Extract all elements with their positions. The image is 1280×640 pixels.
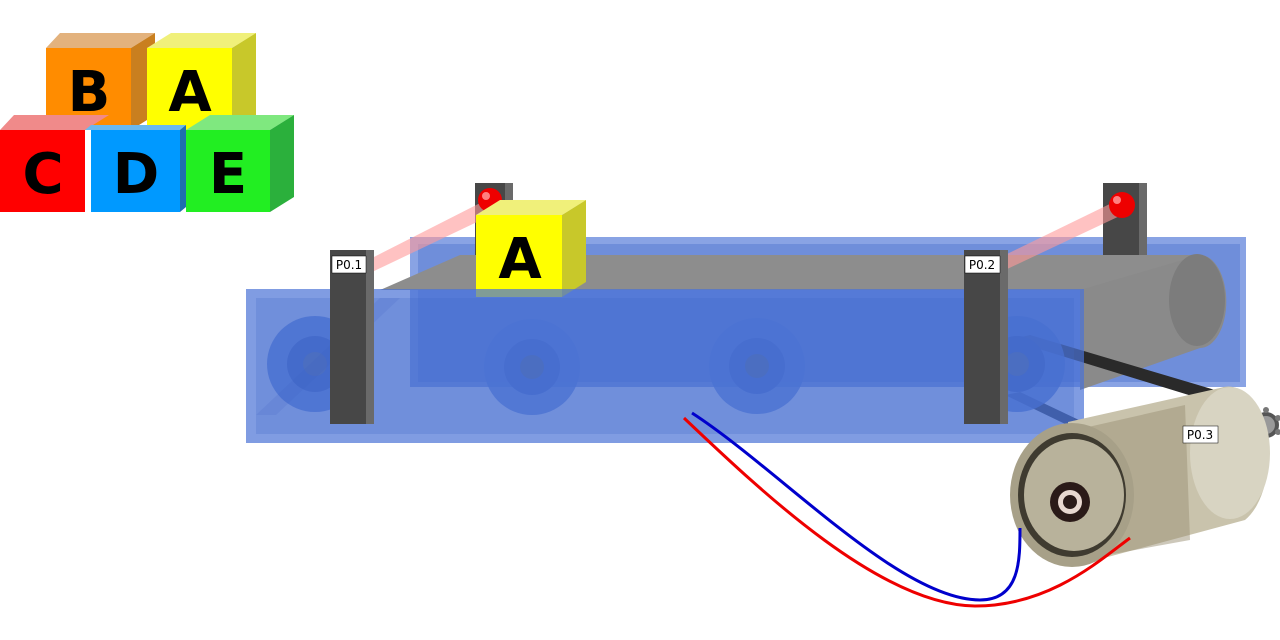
wire-negative bbox=[691, 411, 1022, 602]
cube-d-letter: D bbox=[113, 142, 159, 207]
letter-cube-stack: B A C D E bbox=[0, 33, 294, 212]
cube-e-letter: E bbox=[209, 142, 247, 207]
motor-label-p03: P0.3 bbox=[1187, 428, 1213, 442]
wire-positive bbox=[682, 416, 1131, 608]
cube-c: C bbox=[0, 115, 109, 212]
sensor-tag-p01: P0.1 bbox=[331, 255, 367, 274]
conveyor-block-letter: A bbox=[498, 227, 542, 292]
motor: P0.3 bbox=[1010, 386, 1280, 567]
sensor-label-p01: P0.1 bbox=[336, 258, 362, 272]
cube-e: E bbox=[186, 115, 294, 212]
cube-a-letter: A bbox=[168, 60, 212, 125]
sensor-tag-p02: P0.2 bbox=[964, 255, 1001, 274]
light-beam-1 bbox=[372, 198, 498, 272]
cube-c-letter: C bbox=[22, 142, 63, 207]
conveyor-front-rail bbox=[246, 289, 1084, 443]
cube-b-letter: B bbox=[68, 60, 111, 125]
cube-a: A bbox=[147, 33, 256, 130]
led-indicator-right bbox=[1109, 192, 1135, 218]
cube-d: D bbox=[85, 125, 186, 212]
light-beam-2 bbox=[1005, 200, 1124, 270]
conveyor-block-a: A bbox=[476, 200, 586, 297]
sensor-post-p02 bbox=[964, 250, 1008, 424]
sensor-label-p02: P0.2 bbox=[969, 258, 995, 272]
sensor-post-p01 bbox=[330, 250, 374, 424]
